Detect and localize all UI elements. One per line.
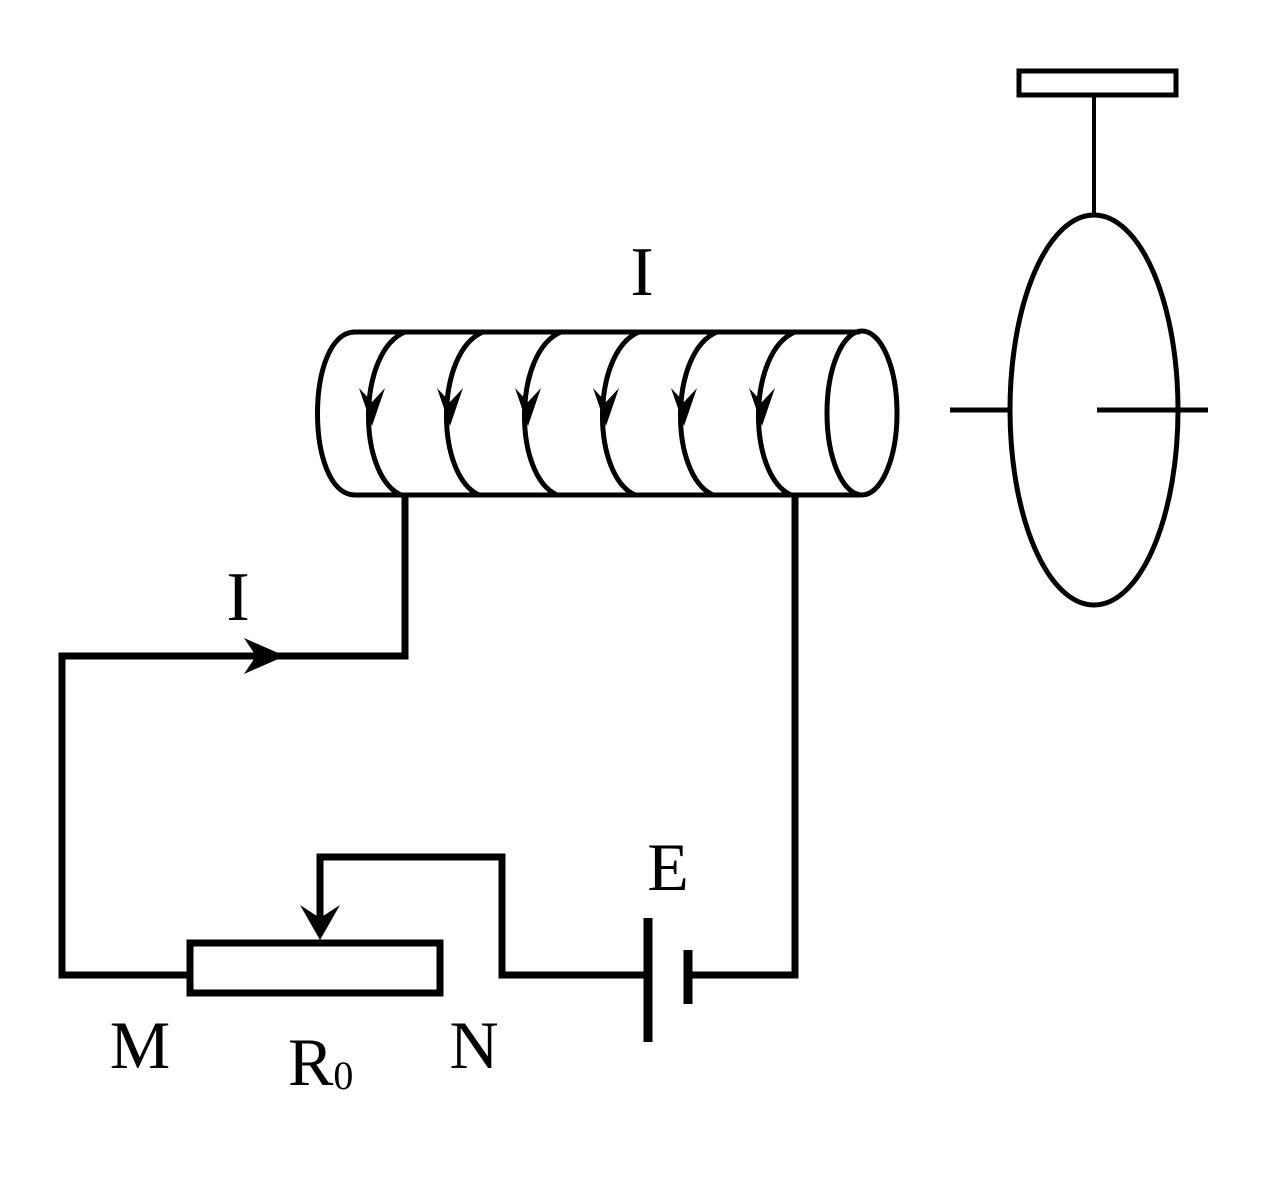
- solenoid: [315, 328, 900, 498]
- wire-right-branch: [684, 493, 799, 979]
- ring-support-bar: [1016, 68, 1179, 98]
- rheostat-body: [186, 939, 444, 997]
- coil-turns: [359, 329, 797, 498]
- terminal-n-label: N: [449, 1007, 498, 1083]
- coil-current-arrow-icon: [437, 388, 463, 426]
- coil-current-arrow-icon: [671, 388, 697, 426]
- resistor-label-main: R: [288, 1024, 334, 1100]
- current-arrow-icon: [244, 638, 285, 674]
- battery: [643, 918, 693, 1042]
- battery-label: E: [647, 829, 689, 905]
- solenoid-end-cap: [824, 328, 900, 498]
- current-label-left: I: [226, 559, 249, 636]
- wire-left-branch: [58, 493, 409, 979]
- solenoid-body: [315, 329, 860, 498]
- suspended-ring: [950, 68, 1208, 608]
- coil-current-arrow-icon: [593, 388, 619, 426]
- slider-arrow-icon: [300, 905, 340, 940]
- current-label-top: I: [630, 234, 653, 311]
- wire-slider-loop: [316, 853, 652, 979]
- coil-current-arrow-icon: [749, 388, 775, 426]
- terminal-m-label: M: [110, 1007, 170, 1083]
- resistor-label-subscript: 0: [333, 1053, 353, 1098]
- resistor-label: R0: [288, 1024, 353, 1100]
- coil-current-arrow-icon: [359, 388, 385, 426]
- rheostat: [186, 905, 444, 997]
- coil-current-arrow-icon: [515, 388, 541, 426]
- circuit-wires: [58, 493, 799, 979]
